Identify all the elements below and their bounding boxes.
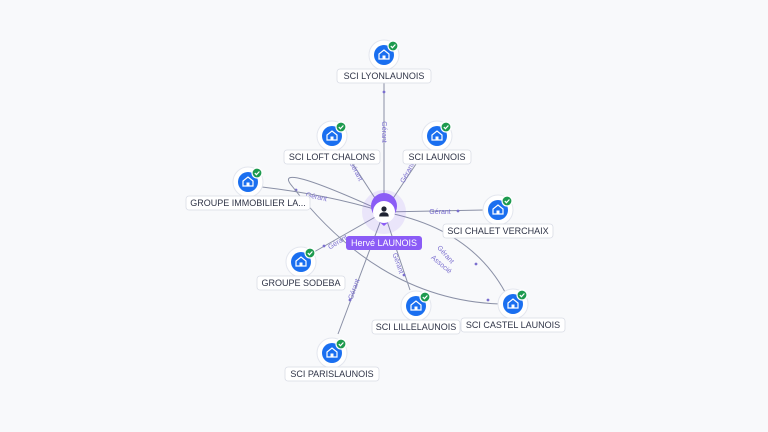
- node-core: [488, 200, 508, 220]
- node-sci-chalet-verchaix[interactable]: SCI CHALET VERCHAIX: [442, 194, 554, 239]
- node-core: [374, 45, 394, 65]
- node-label: SCI LAUNOIS: [408, 152, 465, 162]
- node-sci-launois[interactable]: SCI LAUNOIS: [402, 120, 472, 165]
- edge-arrow-icon: [402, 273, 406, 277]
- building-icon: [326, 130, 338, 141]
- nodes-layer: SCI LYONLAUNOIS SCI LOFT CHALONS SCI LAUNO…: [185, 39, 566, 382]
- node-label-bg: [336, 68, 432, 84]
- verified-check-icon: [501, 195, 513, 207]
- verified-check-icon: [516, 289, 528, 301]
- building-icon: [410, 300, 422, 311]
- verified-check-icon: [440, 121, 452, 133]
- node-label-bg: [402, 149, 472, 165]
- building-icon: [431, 130, 443, 141]
- node-sci-parislaunois[interactable]: SCI PARISLAUNOIS: [284, 337, 380, 382]
- node-label-bg: [185, 195, 311, 211]
- edge-arrow-icon: [382, 90, 386, 94]
- edge-arrow-icon: [456, 209, 460, 213]
- node-label-bg: [442, 223, 554, 239]
- verified-check-icon: [304, 247, 316, 259]
- edge-line: [383, 209, 485, 213]
- edge-line: [337, 211, 385, 335]
- edge-line: [383, 211, 411, 291]
- edge-arrow-icon: [348, 298, 352, 302]
- node-sci-lillelaunois[interactable]: SCI LILLELAUNOIS: [371, 290, 461, 335]
- node-core: [322, 343, 342, 363]
- verified-check-icon: [251, 167, 263, 179]
- center-label-badge: [346, 236, 422, 250]
- node-label: SCI LILLELAUNOIS: [376, 322, 457, 332]
- node-label-bg: [284, 366, 380, 382]
- center-node-inner: [373, 201, 395, 223]
- node-label: SCI CASTEL LAUNOIS: [466, 320, 560, 330]
- edge-label: Gérant: [400, 162, 416, 184]
- verified-check-icon: [335, 121, 347, 133]
- edge-label: Gérant: [429, 209, 450, 216]
- edge-line: [383, 211, 506, 293]
- node-sci-castel-launois[interactable]: SCI CASTEL LAUNOIS: [460, 288, 566, 333]
- node-sci-lyonlaunois[interactable]: SCI LYONLAUNOIS: [336, 39, 432, 84]
- node-core: [406, 296, 426, 316]
- node-core: [291, 252, 311, 272]
- edge-arrow-icon: [322, 244, 326, 248]
- building-icon: [295, 256, 307, 267]
- node-core: [238, 172, 258, 192]
- node-groupe-immobilier[interactable]: GROUPE IMMOBILIER LA...: [185, 166, 311, 211]
- node-label: GROUPE SODEBA: [261, 278, 340, 288]
- edge-label: Gérant: [348, 278, 362, 301]
- node-label: SCI PARISLAUNOIS: [290, 369, 373, 379]
- person-icon: [379, 206, 389, 217]
- node-label: SCI LOFT CHALONS: [289, 152, 375, 162]
- node-label: SCI LYONLAUNOIS: [344, 71, 425, 81]
- node-core: [322, 126, 342, 146]
- edge-arrow-icon: [486, 298, 490, 302]
- node-groupe-sodeba[interactable]: GROUPE SODEBA: [256, 246, 346, 291]
- node-label-bg: [283, 149, 381, 165]
- building-icon: [507, 298, 519, 309]
- building-icon: [492, 204, 504, 215]
- edge-arrow-icon: [474, 262, 478, 266]
- edge-label: Gérant: [305, 192, 327, 203]
- edge-line: [313, 211, 385, 253]
- node-core: [427, 126, 447, 146]
- verified-check-icon: [335, 338, 347, 350]
- building-icon: [378, 49, 390, 60]
- edge-label: Gérant: [390, 252, 404, 275]
- node-core: [503, 294, 523, 314]
- verified-check-icon: [387, 40, 399, 52]
- node-sci-loft-chalons[interactable]: SCI LOFT CHALONS: [283, 120, 381, 165]
- node-label-bg: [256, 275, 346, 291]
- building-icon: [326, 347, 338, 358]
- edge-sci-chalet-verchaix: Gérant: [383, 209, 485, 216]
- node-label-bg: [371, 319, 461, 335]
- verified-check-icon: [419, 291, 431, 303]
- node-label: GROUPE IMMOBILIER LA...: [190, 198, 306, 208]
- edge-label: Gérant: [380, 121, 387, 142]
- node-label-bg: [460, 317, 566, 333]
- center-label: Hervé LAUNOIS: [351, 238, 417, 248]
- edge-sci-lyonlaunois: Gérant: [380, 76, 387, 212]
- building-icon: [242, 176, 254, 187]
- center-node[interactable]: Hervé LAUNOIS: [346, 190, 422, 250]
- node-label: SCI CHALET VERCHAIX: [447, 226, 548, 236]
